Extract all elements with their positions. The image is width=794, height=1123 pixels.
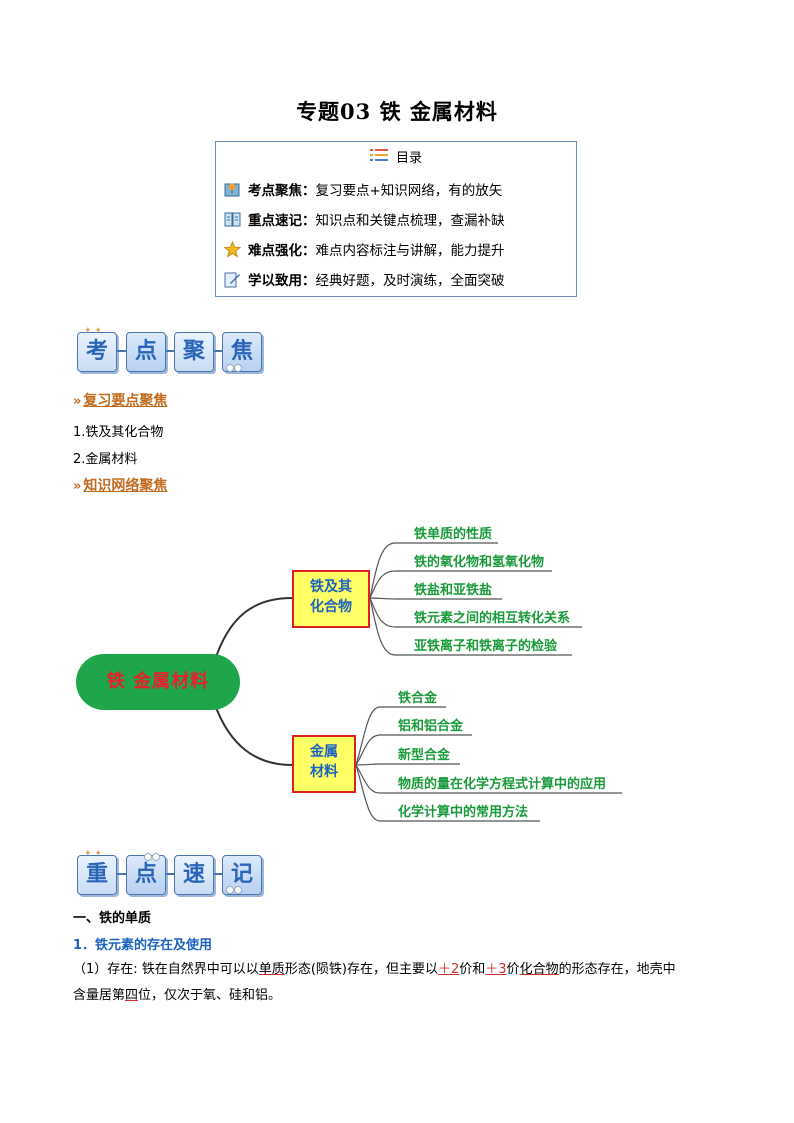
sparkle-icon: ✦ ✦	[84, 849, 102, 859]
review-title: »复习要点聚焦	[73, 393, 168, 409]
decor-circle	[234, 886, 242, 894]
banner-connector	[165, 873, 175, 875]
banner-tile: 速	[174, 855, 214, 895]
toc-row-nandian: 难点强化：难点内容标注与讲解，能力提升	[223, 239, 505, 259]
mindmap-leaf: 铁单质的性质	[414, 527, 493, 542]
list-icon	[369, 148, 388, 165]
branch-label-line: 金属	[310, 744, 338, 760]
double-chevron-icon: »	[73, 479, 82, 494]
text-run: 含量居第	[73, 988, 126, 1003]
text-run: 价和	[459, 962, 486, 977]
banner-connector	[116, 873, 126, 875]
text-run: 的形态存在，地壳中	[558, 962, 676, 977]
double-chevron-icon: »	[73, 394, 82, 409]
banner-connector	[213, 873, 223, 875]
text-run: 形态(陨铁)存在，但主要以	[284, 962, 438, 977]
answer-blank: ＋2	[437, 962, 460, 977]
mindmap-leaf: 铝和铝合金	[398, 719, 464, 734]
branch-label-line: 材料	[310, 764, 338, 780]
book-icon	[224, 211, 241, 228]
banner-tile: 考	[77, 332, 117, 372]
answer-blank: ＋3	[485, 962, 507, 977]
text-run: （1）存在: 铁在自然界中可以以	[73, 962, 259, 977]
text-run: 价	[506, 962, 520, 977]
mindmap-leaf: 亚铁离子和铁离子的检验	[414, 639, 558, 654]
mindmap-leaf: 化学计算中的常用方法	[398, 805, 529, 820]
list-item: 1.铁及其化合物	[73, 425, 164, 440]
page-title: 专题03 铁 金属材料	[296, 99, 498, 124]
text-run: 位，仅次于氧、硅和铝。	[138, 988, 282, 1003]
sparkle-icon: ✦ ✦	[84, 326, 102, 336]
toc-heading: 目录	[216, 147, 576, 166]
star-icon	[223, 240, 242, 258]
pencil-note-icon	[224, 271, 241, 288]
mindmap-leaf: 铁元素之间的相互转化关系	[414, 611, 571, 626]
network-title: »知识网络聚焦	[73, 478, 168, 494]
table-of-contents: 目录 考点聚焦：复习要点+知识网络，有的放矢 重点速记：知识点和关键点梳理，查漏…	[215, 141, 577, 297]
banner-tile: 点	[126, 855, 166, 895]
section-heading: 一、铁的单质	[73, 911, 152, 926]
toc-row-zhongdian: 重点速记：知识点和关键点梳理，查漏补缺	[224, 209, 505, 229]
banner-tile: 点	[126, 332, 166, 372]
answer-blank: 单质	[258, 962, 285, 977]
decor-circle	[234, 364, 242, 372]
decor-circle	[144, 853, 152, 861]
branch-label-line: 铁及其	[310, 579, 352, 595]
banner-tile: 重	[77, 855, 117, 895]
banner-connector	[213, 350, 223, 352]
decor-circle	[226, 364, 234, 372]
mindmap-leaf: 新型合金	[398, 748, 451, 763]
branch-label-line: 化合物	[310, 599, 352, 615]
mindmap-leaf: 物质的量在化学方程式计算中的应用	[398, 777, 607, 792]
banner-connector	[116, 350, 126, 352]
subsection-heading: 1．铁元素的存在及使用	[73, 938, 213, 953]
decor-circle	[152, 853, 160, 861]
paragraph: （1）存在: 铁在自然界中可以以单质形态(陨铁)存在，但主要以＋2价和＋3价化合…	[73, 957, 733, 1009]
answer-blank: 化合物	[519, 962, 559, 977]
mindmap-leaf: 铁盐和亚铁盐	[414, 583, 493, 598]
mindmap-branch-metal-materials: 金属 材料	[292, 735, 356, 793]
mindmap-branch-iron-compounds: 铁及其 化合物	[292, 570, 370, 628]
toc-row-kaodian: 考点聚焦：复习要点+知识网络，有的放矢	[224, 179, 502, 199]
banner-tile: 聚	[174, 332, 214, 372]
map-icon	[224, 181, 241, 198]
decor-circle	[226, 886, 234, 894]
mindmap-root: 铁 金属材料	[76, 654, 240, 710]
answer-blank: 四	[125, 988, 139, 1003]
banner-connector	[165, 350, 175, 352]
mindmap-leaf: 铁的氧化物和氢氧化物	[414, 555, 545, 570]
list-item: 2.金属材料	[73, 452, 138, 467]
mindmap-leaf: 铁合金	[398, 691, 438, 706]
toc-row-xueyi: 学以致用：经典好题，及时演练，全面突破	[224, 269, 505, 289]
